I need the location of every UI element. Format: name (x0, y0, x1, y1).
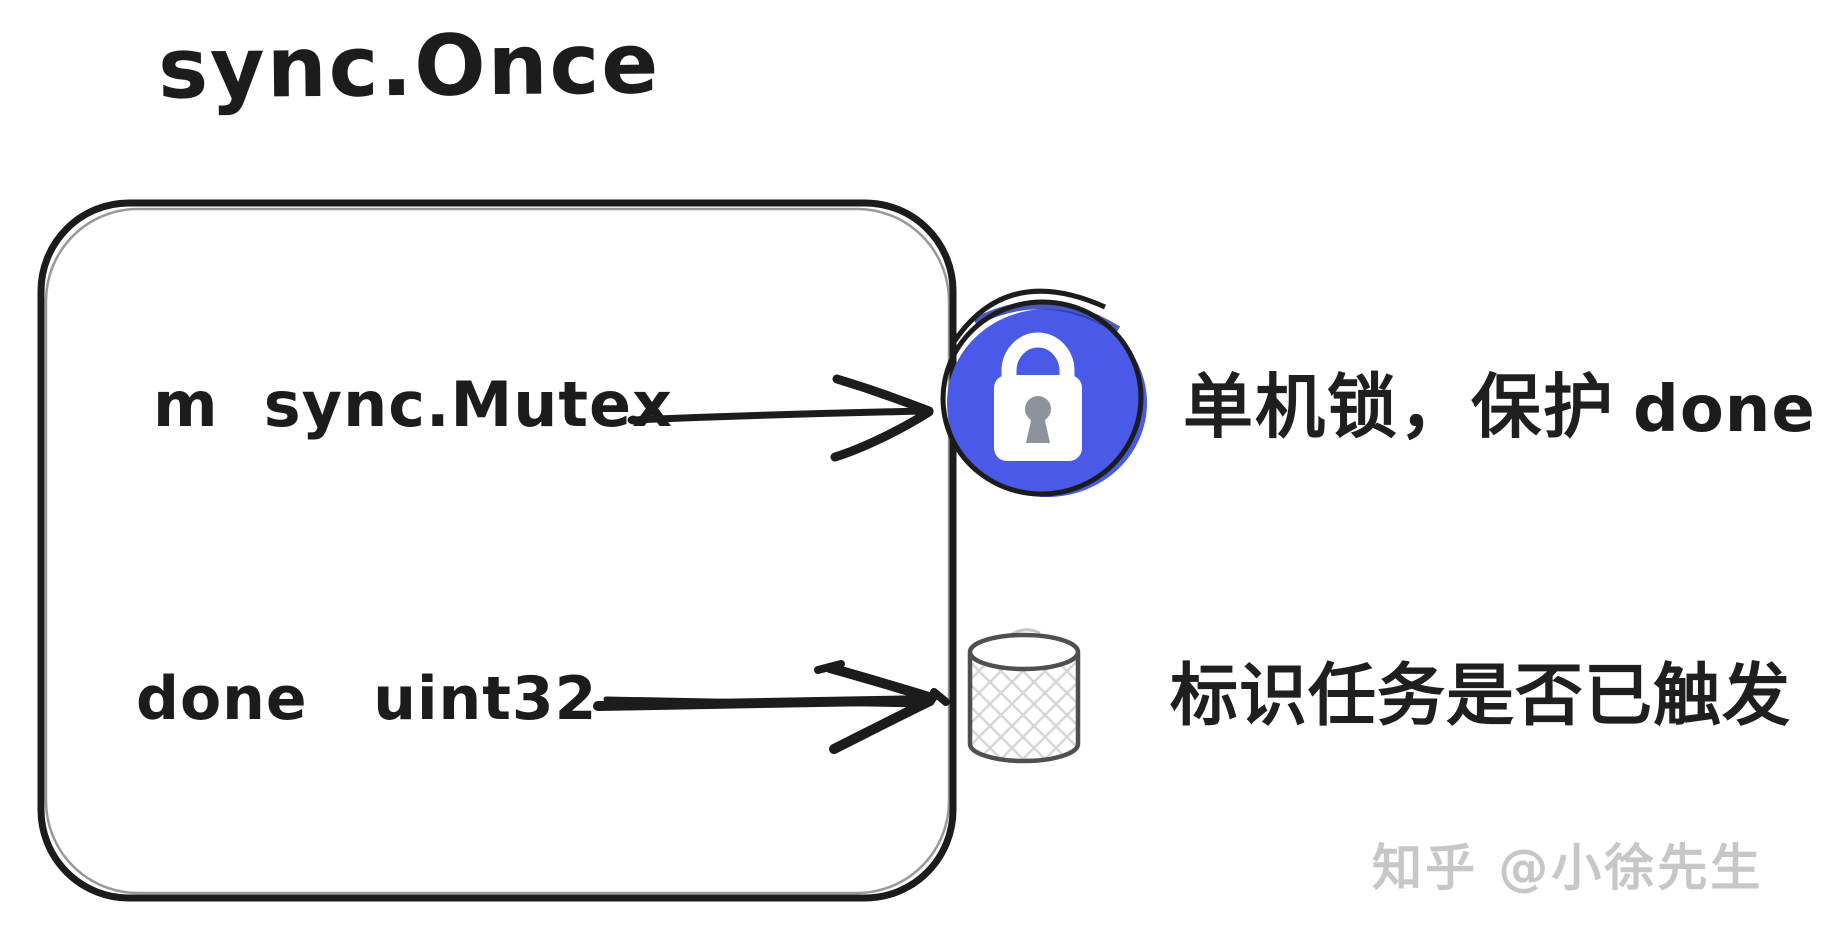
struct-field-done: done uint32 (136, 664, 598, 734)
diagram-title: sync.Once (157, 14, 661, 118)
cylinder-top (967, 632, 1081, 672)
cylinder-sketch-tick (1011, 628, 1041, 636)
mutex-arrow (627, 374, 934, 462)
struct-box-outline-sketch (44, 207, 951, 895)
mutex-annotation-code: done (1633, 373, 1816, 447)
mutex-annotation-text: 单机锁，保护 (1183, 368, 1615, 446)
lock-keyhole (1025, 396, 1051, 422)
done-annotation-text: 标识任务是否已触发 (1170, 658, 1792, 734)
lock-sketch-swoosh (949, 288, 1107, 347)
watermark: 知乎 @小徐先生 (1372, 839, 1764, 897)
done-annotation: 标识任务是否已触发 (1170, 658, 1792, 734)
cylinder-body (967, 652, 1081, 764)
struct-field-mutex: m sync.Mutex (153, 368, 674, 441)
done-arrow (593, 660, 950, 754)
lock-keyhole-stem (1026, 416, 1050, 443)
lock-icon (940, 288, 1147, 497)
lock-sketch-outline (940, 299, 1144, 497)
struct-box-outline (37, 199, 957, 902)
struct-box (37, 199, 957, 902)
lock-shackle (1001, 332, 1075, 390)
database-cylinder-icon (967, 628, 1081, 764)
